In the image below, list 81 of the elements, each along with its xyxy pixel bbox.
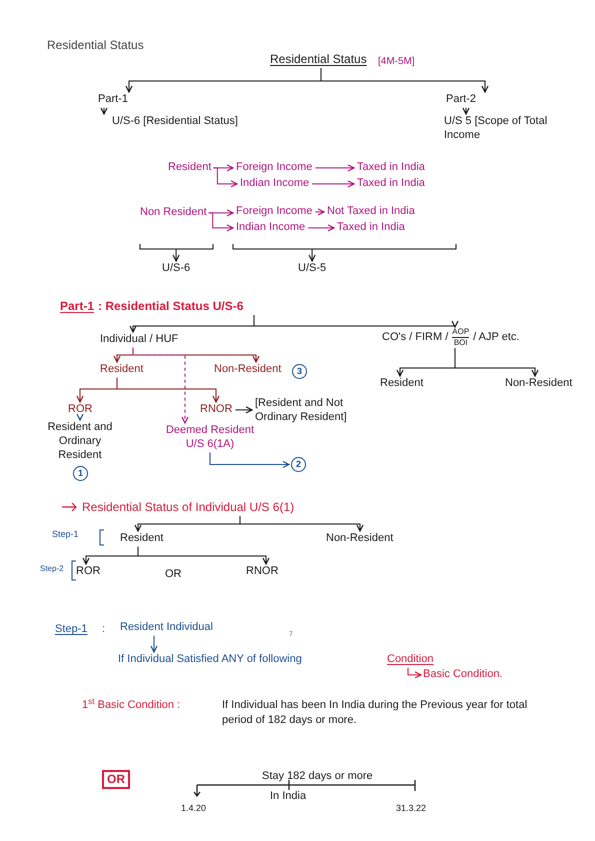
node-label: Resident Individual xyxy=(120,621,213,635)
boxed-text: OR xyxy=(102,770,130,789)
node-label: Resident xyxy=(168,161,212,175)
circled-number: 3 xyxy=(292,364,307,379)
date-label: 31.3.22 xyxy=(396,802,426,814)
node-label: Resident xyxy=(100,363,144,377)
node-label: Resident and Ordinary Resident xyxy=(46,421,114,462)
paragraph: If Individual has been In India during the Previous year for total period of 182 days or more. xyxy=(222,698,528,728)
date-label: 1.4.20 xyxy=(181,802,206,814)
node-label: U/S-5 xyxy=(298,262,326,276)
arrow xyxy=(462,107,470,115)
node-label: U/S-6 [Residential Status] xyxy=(112,115,238,129)
heading: Part-1 xyxy=(60,299,94,314)
node-label: Taxed in India xyxy=(337,221,405,235)
arrow xyxy=(314,164,355,172)
node-label: ROR xyxy=(68,403,92,417)
label-text: OR xyxy=(165,567,182,582)
arrow xyxy=(132,347,189,424)
node-label: Individual / HUF xyxy=(100,333,178,347)
node-label: Residential Status of Individual U/S 6(1) xyxy=(82,500,294,515)
node-label: Indian Income xyxy=(236,221,306,235)
step-label: Step-1 xyxy=(55,622,88,637)
node-label: Non-Resident xyxy=(214,363,282,377)
node-label: If Individual Satisfied ANY of following xyxy=(118,653,302,667)
node-label: RNOR xyxy=(200,403,232,417)
page-header: Residential Status xyxy=(47,37,144,54)
node-label: Condition xyxy=(387,653,434,667)
node-label: Part-2 xyxy=(446,93,476,107)
node-label: [Resident and Not Ordinary Resident] xyxy=(255,397,350,424)
node-label: Non Resident xyxy=(140,206,207,220)
node-label: Taxed in India xyxy=(357,177,425,191)
arrow xyxy=(212,167,238,188)
node-label: Not Taxed in India xyxy=(327,205,415,219)
label-text: : xyxy=(102,622,106,637)
node-label: : Residential Status U/S-6 xyxy=(98,299,244,314)
node-label: RNOR xyxy=(246,565,278,579)
circled-number: 2 xyxy=(291,457,306,472)
arrow xyxy=(320,68,489,93)
node-label: Foreign Income xyxy=(236,205,312,219)
arrow xyxy=(138,546,270,565)
node-label: / AJP etc. xyxy=(473,330,520,344)
arrow xyxy=(116,377,220,403)
node-label: Resident xyxy=(380,377,424,391)
label-text: 1$^{st}$ Basic Condition : xyxy=(82,698,180,713)
node-label: Residential Status xyxy=(270,52,367,67)
node-label: U/S 5 [Scope of Total Income xyxy=(444,115,549,142)
node-label: CO's / FIRM / xyxy=(382,330,448,344)
fraction-numerator: AOP xyxy=(452,328,470,338)
node-label: Deemed Resident U/S 6(1A) xyxy=(160,424,260,452)
arrow xyxy=(254,314,459,328)
circled-number: 1 xyxy=(73,466,88,481)
arrow xyxy=(312,180,355,188)
arrow xyxy=(150,635,158,653)
fraction-denominator: BOI xyxy=(454,338,468,347)
arrow xyxy=(308,224,335,232)
node-label: Resident xyxy=(120,532,164,546)
arrow xyxy=(240,516,364,532)
node-label: Non-Resident xyxy=(326,532,394,546)
arrow xyxy=(208,212,234,232)
arrow xyxy=(210,452,290,468)
bracket-note: [4M-5M] xyxy=(378,55,415,69)
node-label: Indian Income xyxy=(240,177,310,191)
arrow xyxy=(76,413,84,421)
step-label: Step-2 xyxy=(40,563,64,574)
label-text: Stay 182 days or more xyxy=(262,769,373,784)
arrow xyxy=(408,667,422,678)
arrow xyxy=(308,248,316,262)
node-label: Foreign Income xyxy=(236,161,312,175)
node-label: ROR xyxy=(76,565,100,579)
node-label: Taxed in India xyxy=(357,161,425,175)
node-label: Non-Resident xyxy=(505,377,572,391)
node-label: U/S-6 xyxy=(162,262,190,276)
node-label: Basic Condition. xyxy=(423,668,502,682)
node-label: Part-1 xyxy=(98,93,128,107)
arrow xyxy=(100,107,108,115)
step-label: Step-1 xyxy=(52,528,79,540)
arrow xyxy=(234,406,253,414)
arrow xyxy=(172,248,180,262)
label-text: In India xyxy=(270,789,306,804)
arrow xyxy=(454,348,539,377)
arrow xyxy=(314,208,325,216)
